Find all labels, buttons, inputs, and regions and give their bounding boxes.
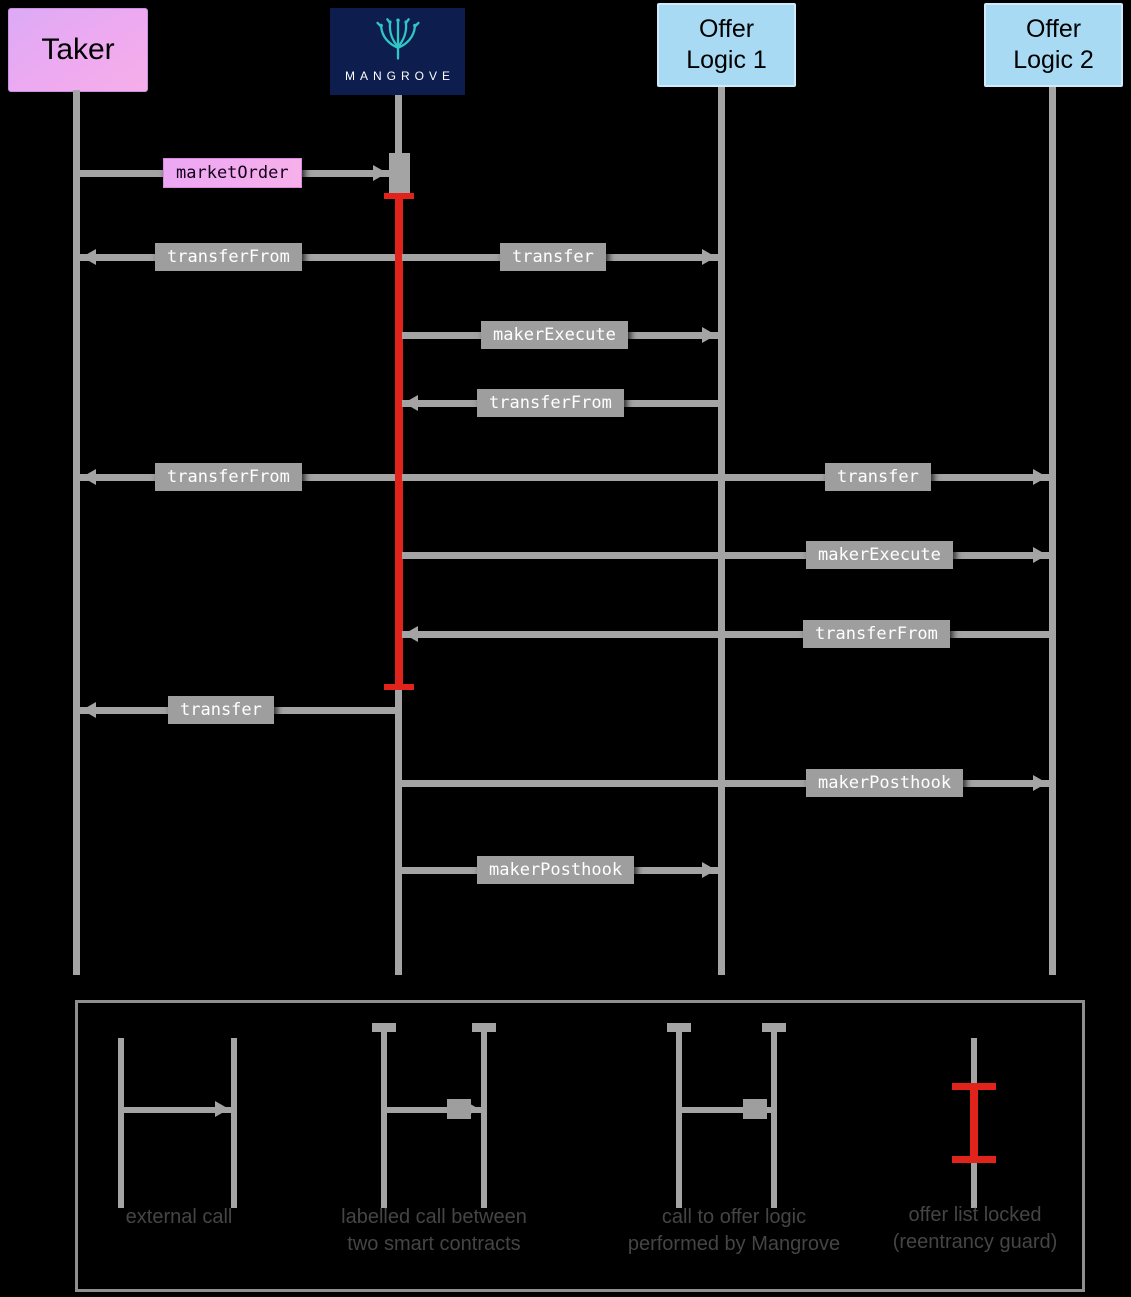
arrowhead-left-icon <box>404 395 418 411</box>
arrow-transfer-ol2 <box>402 469 1049 485</box>
legend4-lifeline-bottom <box>971 1163 977 1208</box>
message-transferfrom-4: transferFrom <box>803 620 950 648</box>
legend3-caption-line1: call to offer logic <box>661 1206 807 1228</box>
message-makerexecute-2: makerExecute <box>806 541 953 569</box>
offer-logic-2-line2: Logic 2 <box>1013 46 1094 74</box>
legend2-caption-line2: two smart contracts <box>347 1233 521 1255</box>
message-makerposthook-2: makerPosthook <box>477 856 635 884</box>
lock-bar <box>395 199 403 684</box>
message-transferfrom-1: transferFrom <box>155 243 302 271</box>
message-transfer-3: transfer <box>168 696 274 724</box>
legend1-lifeline-a <box>118 1038 124 1208</box>
message-marketorder: marketOrder <box>163 158 302 188</box>
message-makerexecute-1: makerExecute <box>481 321 628 349</box>
legend4-lifeline-top <box>971 1038 977 1083</box>
offer-logic-1-line1: Offer <box>698 14 755 43</box>
arrowhead-right-icon <box>1033 547 1047 563</box>
arrowhead-left-icon <box>82 469 96 485</box>
message-transferfrom-2: transferFrom <box>477 389 624 417</box>
lock-bar-top-cap <box>384 193 414 199</box>
legend2-cap-a <box>372 1023 396 1032</box>
arrow-transferfrom-ol2 <box>402 626 1049 642</box>
legend2-caption-line1: labelled call between <box>341 1206 527 1228</box>
participant-mangrove: MANGROVE <box>330 8 465 95</box>
arrowhead-left-icon <box>404 626 418 642</box>
taker-lifeline <box>73 90 80 975</box>
message-transfer-2: transfer <box>825 463 931 491</box>
participant-offer-logic-2: Offer Logic 2 <box>984 3 1123 87</box>
offer-logic-1-lifeline <box>718 87 725 975</box>
arrowhead-right-icon <box>215 1101 229 1117</box>
participant-offer-logic-1: Offer Logic 1 <box>657 3 796 87</box>
legend2-lifeline-a <box>381 1032 387 1208</box>
arrowhead-right-icon <box>373 165 387 181</box>
offer-logic-2-lifeline <box>1049 87 1056 975</box>
legend4-lock-bottom-cap <box>952 1156 996 1163</box>
mangrove-logo-icon <box>370 14 426 67</box>
mangrove-activation-bar <box>389 153 410 197</box>
legend3-mini-label <box>743 1099 767 1119</box>
arrowhead-left-icon <box>82 702 96 718</box>
arrowhead-right-icon <box>1033 775 1047 791</box>
message-transferfrom-3: transferFrom <box>155 463 302 491</box>
legend4-lock-bar <box>970 1090 978 1156</box>
arrowhead-left-icon <box>82 249 96 265</box>
legend3-caption-line2: performed by Mangrove <box>627 1233 841 1255</box>
arrowhead-right-icon <box>702 327 716 343</box>
participant-taker-label: Taker <box>41 33 115 66</box>
message-makerposthook-1: makerPosthook <box>806 769 964 797</box>
participant-offer-logic-2-label: Offer Logic 2 <box>1013 14 1094 77</box>
legend3-lifeline-a <box>676 1032 682 1208</box>
arrow-makerexecute-ol2 <box>402 547 1049 563</box>
legend2-lifeline-b <box>481 1032 487 1208</box>
legend1-lifeline-b <box>231 1038 237 1208</box>
participant-offer-logic-1-label: Offer Logic 1 <box>686 14 767 77</box>
lock-bar-bottom-cap <box>384 684 414 690</box>
arrowhead-right-icon <box>702 862 716 878</box>
legend2-cap-b <box>472 1023 496 1032</box>
legend4-caption-line2: (reentrancy guard) <box>892 1231 1058 1253</box>
legend1-arrow <box>124 1101 231 1117</box>
legend3-cap-b <box>762 1023 786 1032</box>
legend3-cap-a <box>667 1023 691 1032</box>
legend4-caption-line1: offer list locked <box>908 1204 1042 1226</box>
arrow-makerposthook-ol2 <box>402 775 1049 791</box>
legend: external call labelled call between two … <box>75 1000 1085 1292</box>
message-transfer-1: transfer <box>500 243 606 271</box>
participant-taker: Taker <box>8 8 148 92</box>
legend3-lifeline-b <box>771 1032 777 1208</box>
offer-logic-2-line1: Offer <box>1025 14 1082 43</box>
offer-logic-1-line2: Logic 1 <box>686 46 767 74</box>
arrowhead-right-icon <box>1033 469 1047 485</box>
legend1-caption: external call <box>125 1206 233 1228</box>
legend2-mini-label <box>447 1099 471 1119</box>
mangrove-brand-text: MANGROVE <box>344 69 455 83</box>
legend4-lock-top-cap <box>952 1083 996 1090</box>
arrowhead-right-icon <box>702 249 716 265</box>
